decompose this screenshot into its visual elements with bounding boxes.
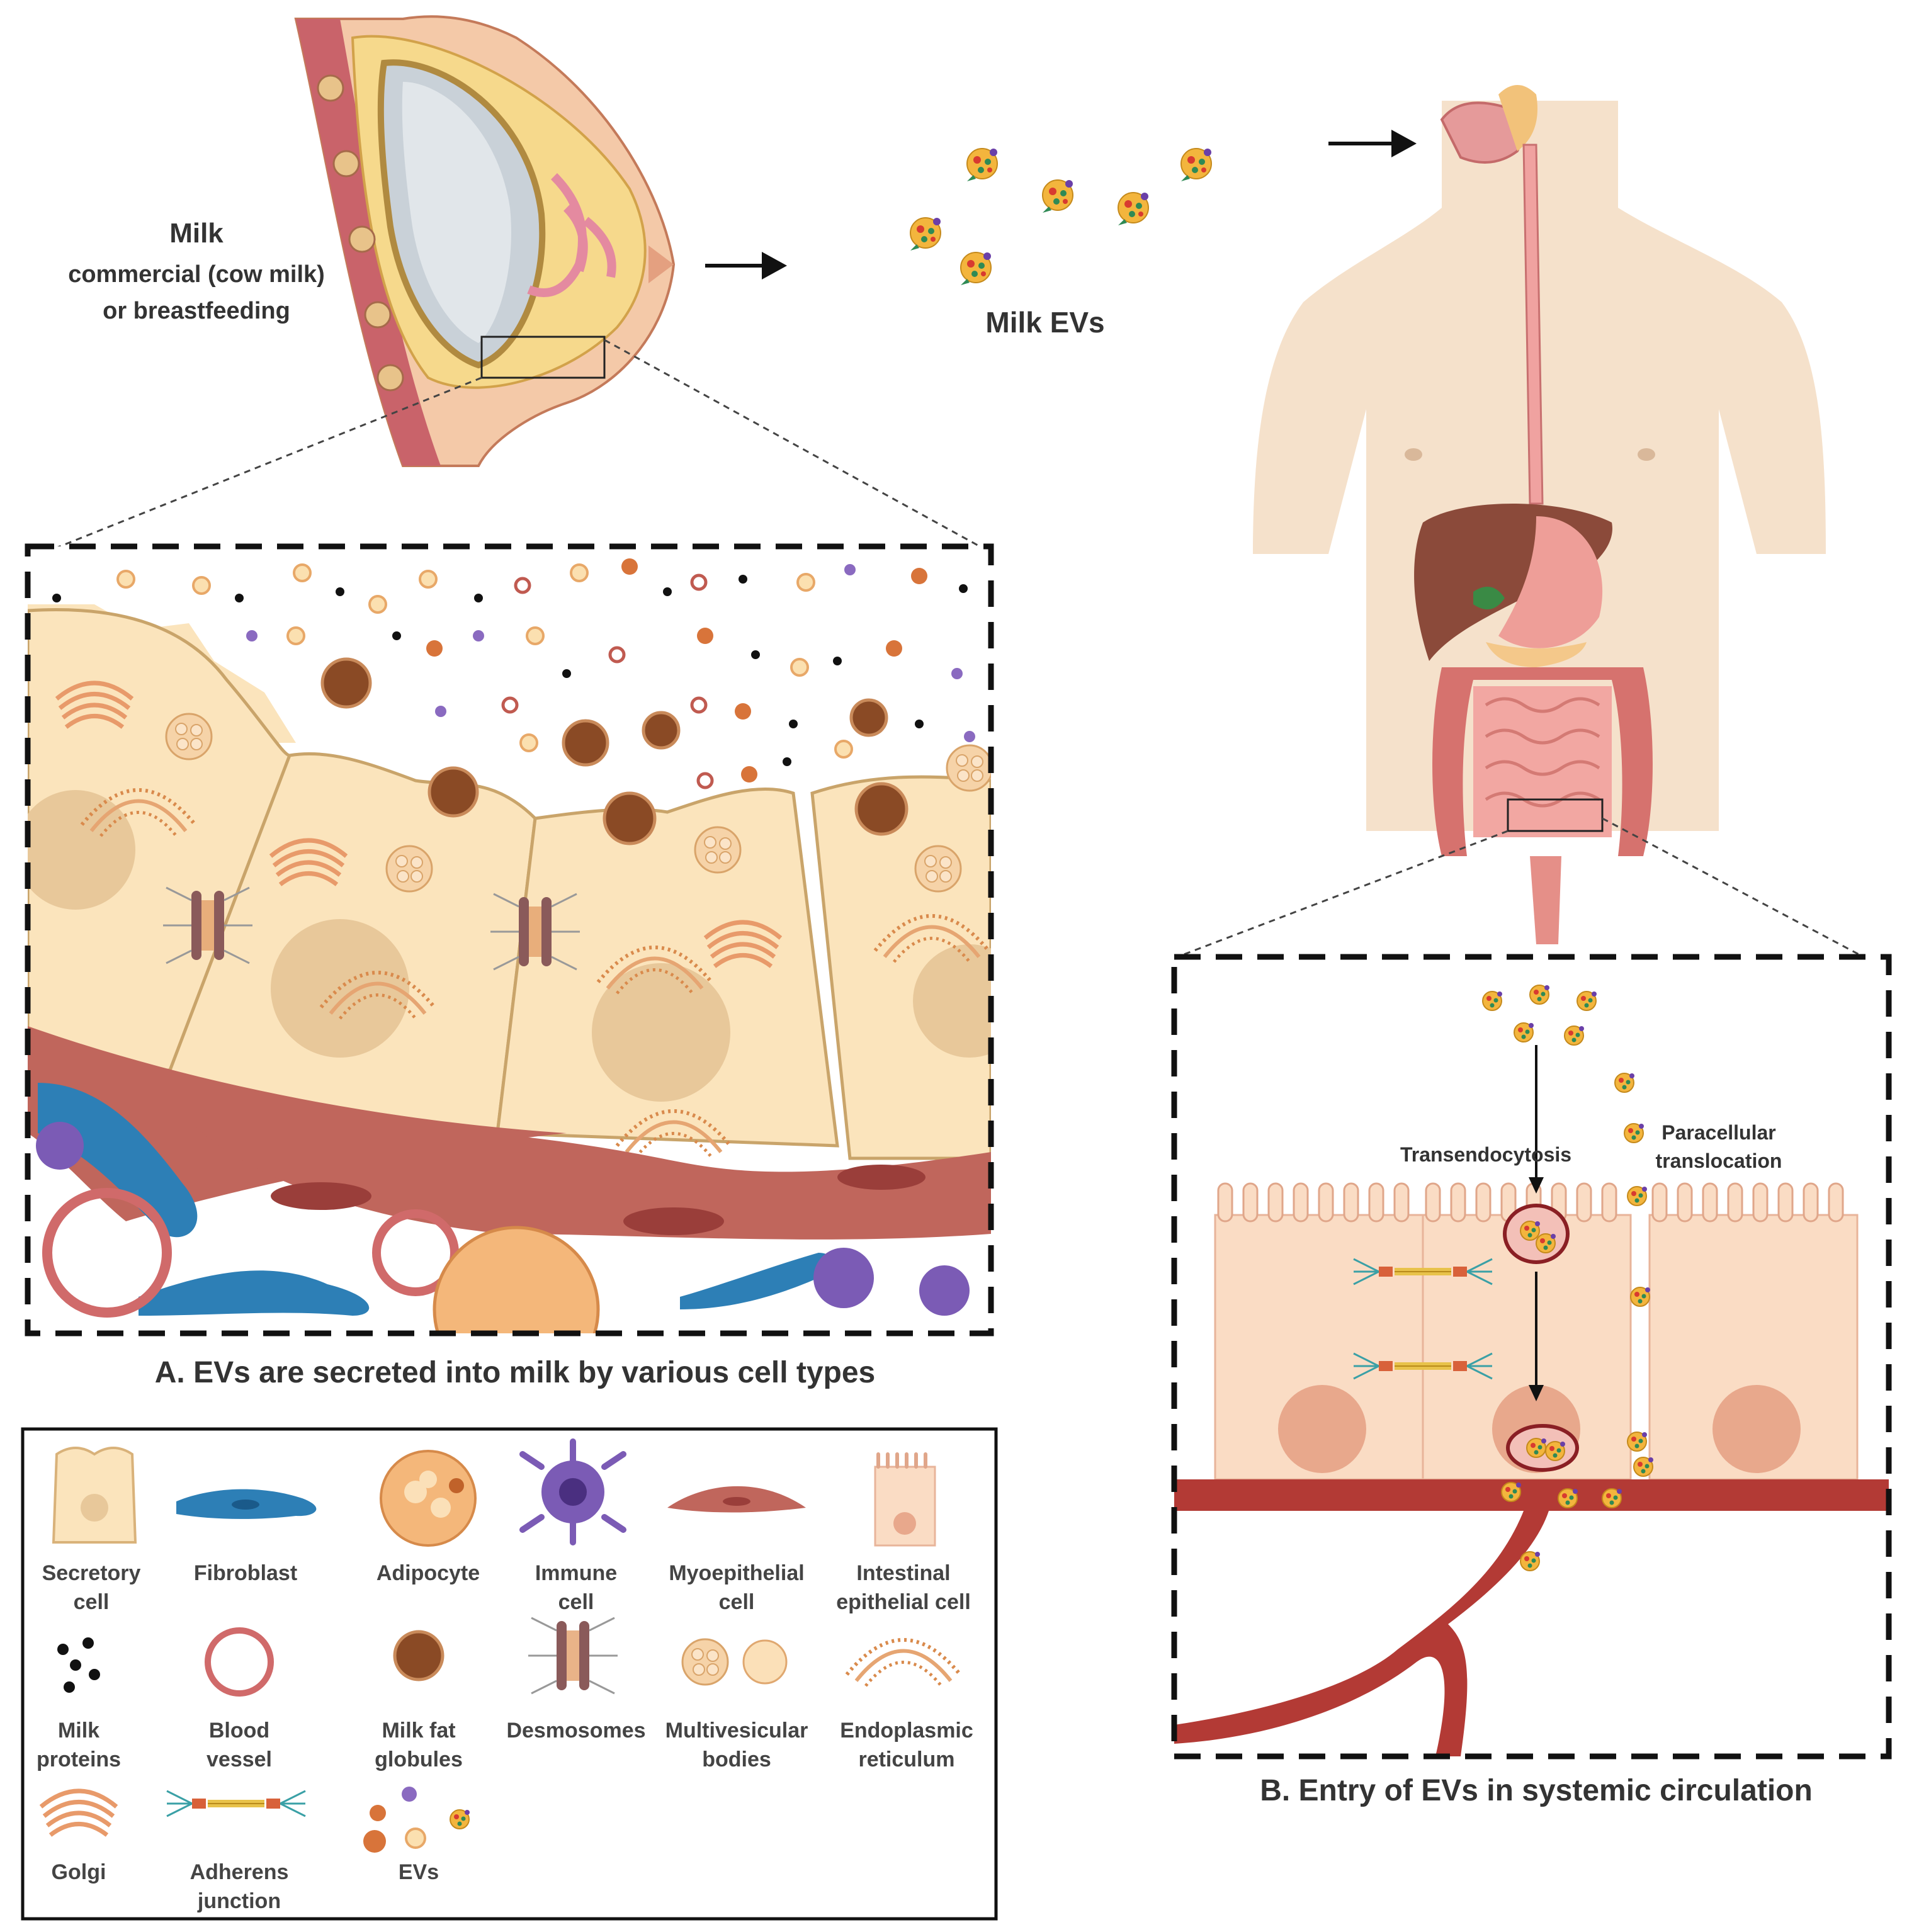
intestinal-epithelial-cell-label: Intestinal [856,1561,950,1585]
blood-vessel-label: Blood [209,1719,269,1743]
intestinal-epithelial-cell-label: epithelial cell [836,1590,971,1614]
blood-vessel-icon [205,1627,274,1697]
milk-title: Milk [169,218,224,249]
blood-vessel-label: vessel [207,1748,272,1771]
milk-proteins-label: proteins [37,1748,121,1771]
myoepithelial-cell-label: cell [719,1590,755,1614]
lumen-particles [52,558,975,789]
adherens-junction-label: Adherens [190,1860,289,1884]
secretory-cell-icon [52,1447,137,1544]
arrow-to-mouth-icon [1328,130,1417,157]
milk-fat-globules-label: Milk fat [382,1719,455,1743]
fibroblast-icon [176,1489,317,1519]
fibroblast-label: Fibroblast [194,1561,297,1585]
milk-fat-globules-label: globules [375,1748,463,1771]
human-torso-illustration [1253,85,1826,944]
milk-fat-globules-icon [393,1630,444,1681]
adherens-junction-label: junction [197,1889,281,1913]
breast-illustration [294,15,676,467]
zoom-line-left [56,376,482,549]
multivesicular-bodies-label: Multivesicular [665,1719,808,1743]
milk-proteins-label: Milk [58,1719,99,1743]
panel-a-caption: A. EVs are secreted into milk by various… [155,1356,876,1389]
zoom-line-b-right [1602,817,1864,958]
panel-a-mammary-tissue [25,543,994,1336]
panel-b-intestinal-barrier [1171,954,1892,1760]
evs-label: EVs [399,1860,439,1884]
immune-cell-label: cell [558,1590,594,1614]
adipocyte-label: Adipocyte [376,1561,480,1585]
panel-b-caption: B. Entry of EVs in systemic circulation [1260,1774,1813,1807]
adipocyte-icon [380,1450,477,1547]
multivesicular-bodies-icon [681,1638,788,1686]
golgi-label: Golgi [52,1860,106,1884]
milk-evs-label: Milk EVs [985,306,1104,339]
endoplasmic-reticulum-label: reticulum [858,1748,954,1771]
multivesicular-bodies-label: bodies [702,1748,771,1771]
evs-icon [363,1787,470,1853]
paracellular-label-line1: Paracellular [1661,1121,1775,1144]
myoepithelial-cell-icon [667,1486,806,1513]
milk-proteins-icon [57,1637,100,1693]
milk-label: Milk commercial (cow milk) or breastfeed… [68,218,325,324]
milk-source-line1: commercial (cow milk) [68,261,325,288]
intestinal-epithelial-cell-icon [874,1452,936,1547]
zoom-line-right [604,339,983,549]
desmosomes-label: Desmosomes [506,1719,645,1743]
arrow-right-icon [705,252,787,280]
milk-source-line2: or breastfeeding [103,298,290,324]
endoplasmic-reticulum-label: Endoplasmic [840,1719,973,1743]
immune-cell-icon [519,1438,626,1545]
legend-labels: Secretory cell Fibroblast Adipocyte Immune ce… [37,1561,973,1913]
secretory-cell-label: cell [74,1590,110,1614]
myoepithelial-cell-label: Myoepithelial [669,1561,804,1585]
transendocytosis-label: Transendocytosis [1400,1143,1571,1166]
paracellular-label-line2: translocation [1656,1150,1782,1172]
secretory-cell-label: Secretory [42,1561,141,1585]
milk-evs-cluster [910,148,1212,286]
legend-box: Secretory cell Fibroblast Adipocyte Immune ce… [21,1427,998,1921]
immune-cell-label: Immune [535,1561,617,1585]
zoom-line-b-left [1177,830,1509,958]
